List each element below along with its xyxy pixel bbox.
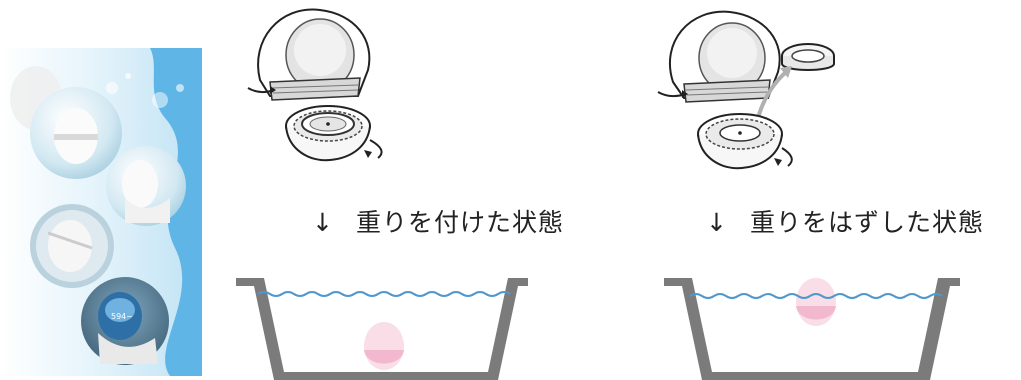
egg-cover-icon <box>668 10 781 103</box>
egg-floating <box>796 278 836 326</box>
weight-ring-icon <box>781 43 835 71</box>
caption-without-weight-text: 重りをはずした状態 <box>749 208 984 237</box>
product-label: 594~ <box>111 312 133 321</box>
down-arrow: ↓ <box>706 208 728 237</box>
tub-wall <box>664 278 960 380</box>
caption-with-weight: ↓ 重りを付けた状態 <box>312 203 564 239</box>
egg-sunk <box>364 322 404 370</box>
tub-wall <box>236 278 528 380</box>
weight-base-icon <box>285 105 371 162</box>
assembly-diagram-without-weight <box>657 10 835 170</box>
tub-diagram-floating <box>664 278 960 380</box>
caption-without-weight: ↓ 重りをはずした状態 <box>706 203 984 239</box>
weight-base-icon <box>697 113 783 170</box>
product-photo-panel: 594~ <box>0 48 202 376</box>
assembly-diagram-with-weight <box>247 8 383 162</box>
water-line <box>257 291 511 297</box>
caption-with-weight-text: 重りを付けた状態 <box>355 208 564 237</box>
down-arrow: ↓ <box>312 208 334 237</box>
water-line <box>689 293 943 299</box>
egg-cover-icon <box>257 8 371 101</box>
tub-diagram-sunk <box>236 278 528 380</box>
